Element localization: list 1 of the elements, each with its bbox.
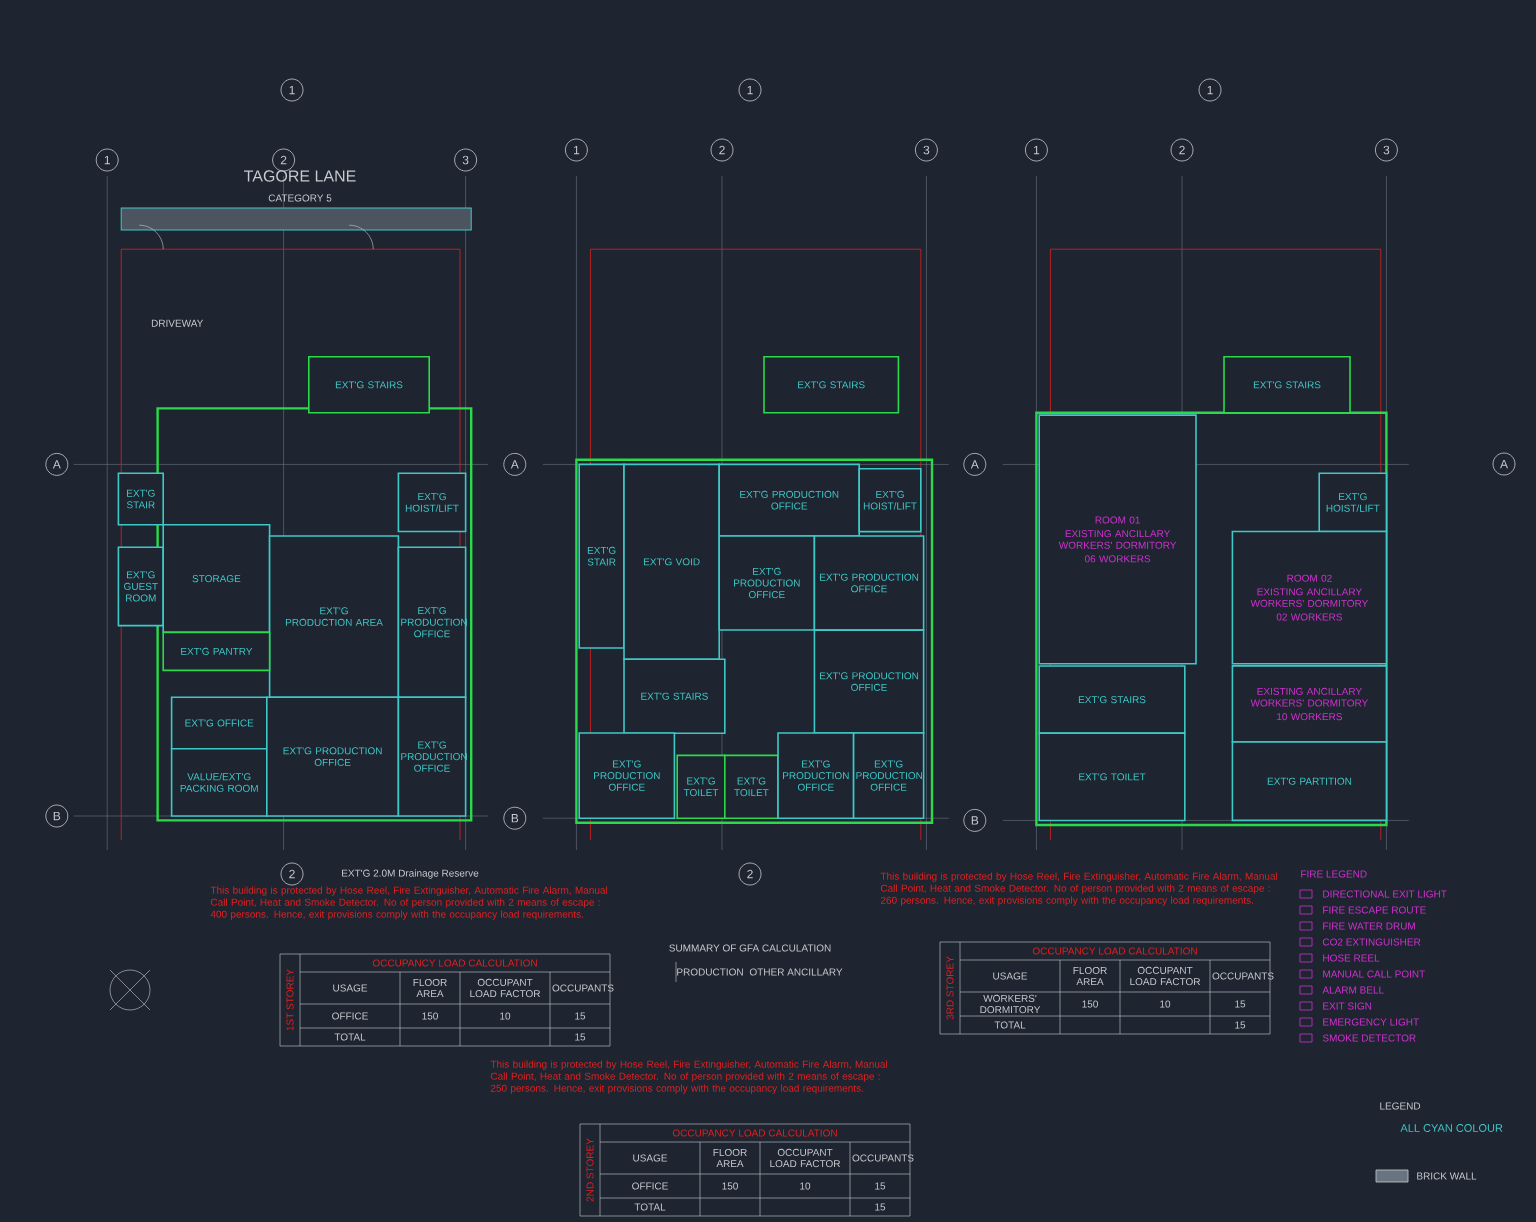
street-name: TAGORE LANE bbox=[244, 170, 356, 182]
